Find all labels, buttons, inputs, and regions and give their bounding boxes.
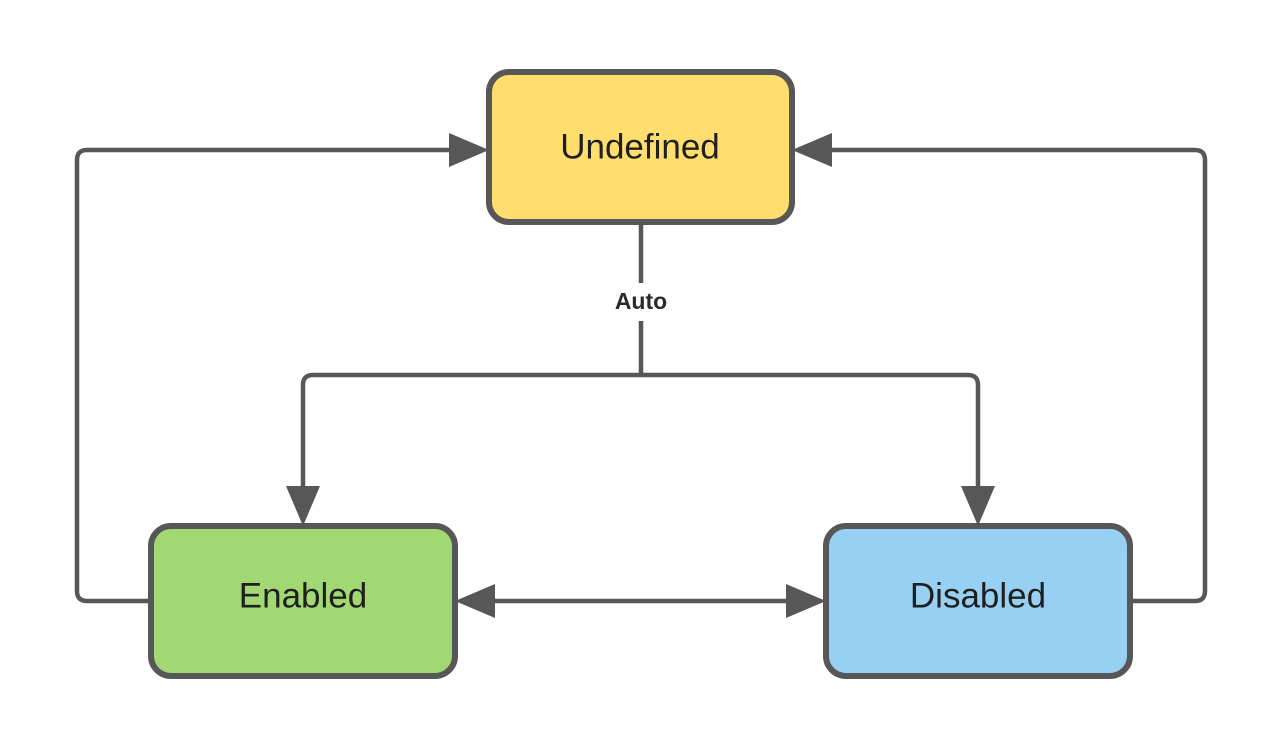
edge-disabled-to-undefined-path [826,147,1208,604]
node-enabled-label: Enabled [239,576,367,615]
node-enabled-shape [148,523,458,679]
node-undefined-label: Undefined [560,127,720,166]
edge-undefined-to-enabled[interactable] [286,372,641,526]
edge-disabled-to-undefined-arrowhead [792,133,832,167]
edge-label-auto-background [591,283,691,321]
edge-undefined-to-enabled-path [300,372,641,492]
node-enabled[interactable]: Enabled [148,523,458,679]
edge-enabled-to-disabled-arrowhead-right [786,584,826,618]
edge-enabled-to-undefined-path [74,147,455,604]
edge-undefined-to-disabled-path [641,372,981,492]
edge-enabled-to-disabled-arrowhead-left [455,584,495,618]
edge-enabled-to-undefined-arrowhead [449,133,489,167]
node-undefined-shape [486,69,795,225]
edge-disabled-to-undefined[interactable] [792,133,1208,604]
edge-label-auto-group: Auto [591,283,691,321]
node-undefined[interactable]: Undefined [486,69,795,225]
node-disabled[interactable]: Disabled [823,523,1133,679]
edge-enabled-to-undefined[interactable] [74,133,489,604]
edge-undefined-to-disabled[interactable] [641,372,995,526]
edge-undefined-to-enabled-arrowhead [286,486,320,526]
edge-label-auto: Auto [615,288,667,314]
edge-enabled-to-disabled[interactable] [455,584,826,618]
node-layer: Undefined Enabled Disabled [148,69,1133,679]
node-disabled-label: Disabled [910,576,1046,615]
edge-undefined-to-disabled-arrowhead [961,486,995,526]
node-disabled-shape [823,523,1133,679]
